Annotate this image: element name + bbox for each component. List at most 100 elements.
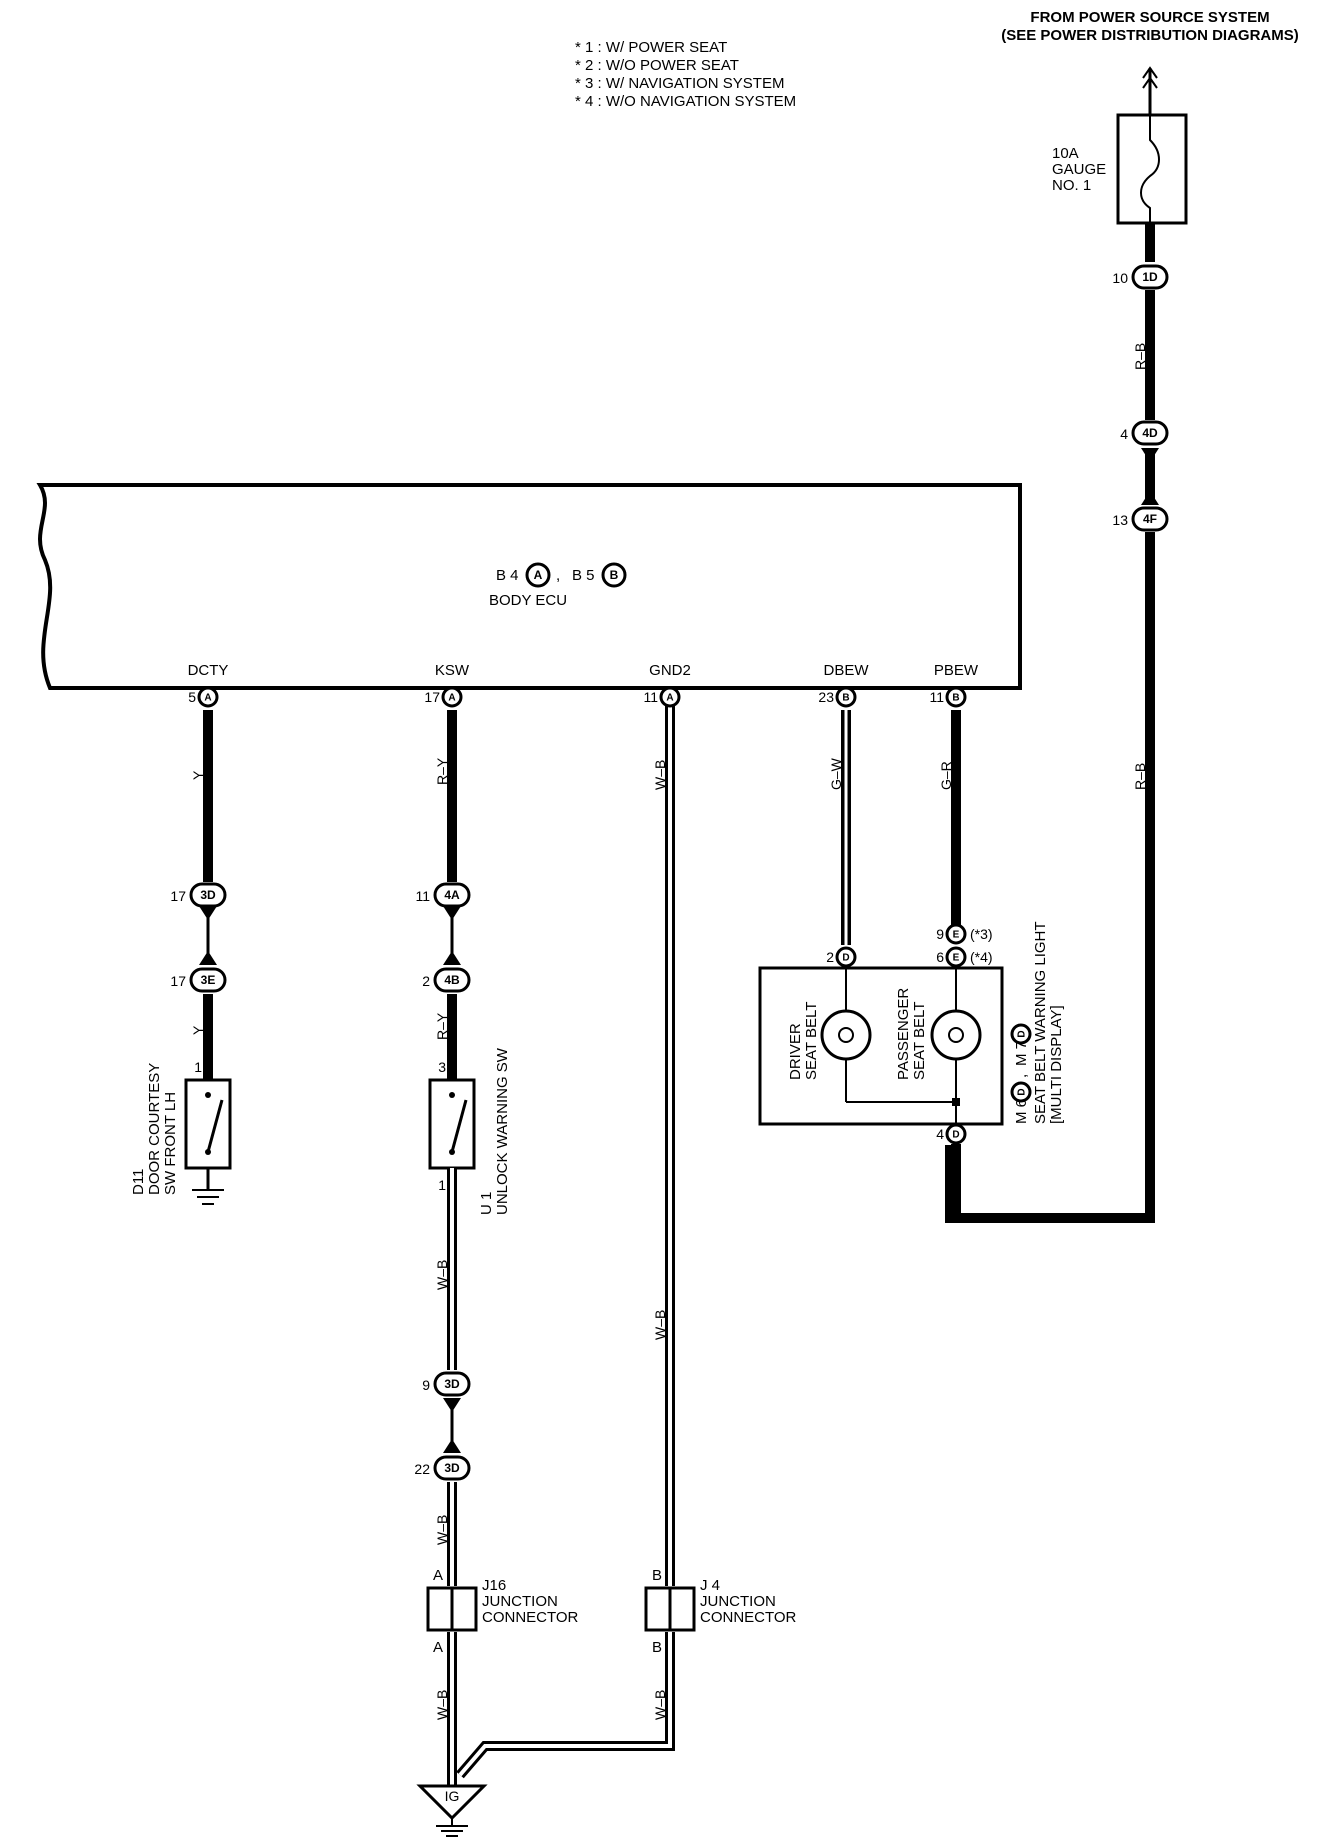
wire-gnd2 bbox=[456, 706, 675, 1779]
j16-term-top: A bbox=[433, 1567, 443, 1584]
note-3: * 3 : W/ NAVIGATION SYSTEM bbox=[575, 75, 784, 92]
wire-wb-label-gnd-2: W–B bbox=[652, 1310, 668, 1340]
power-source-subtitle: (SEE POWER DISTRIBUTION DIAGRAMS) bbox=[1001, 27, 1299, 44]
connector-3D-17: 3D bbox=[189, 882, 227, 908]
j4-term-bottom: B bbox=[652, 1639, 662, 1656]
fuse-label-2: GAUGE bbox=[1052, 161, 1106, 178]
pin-2-d: 2 bbox=[826, 949, 834, 965]
svg-text:E: E bbox=[953, 953, 960, 964]
unlock-warning-switch bbox=[428, 1078, 476, 1170]
connector-ecu-b-11: B bbox=[945, 686, 967, 708]
svg-text:D: D bbox=[1017, 1030, 1028, 1037]
wire-gr-label: G–R bbox=[938, 761, 954, 790]
pin-10: 10 bbox=[1112, 270, 1128, 286]
pin-5: 5 bbox=[188, 689, 196, 705]
wire-ry-label-top: R–Y bbox=[434, 757, 450, 785]
ecu-connector-a: A bbox=[525, 562, 551, 588]
ecu-conn-separator: , bbox=[556, 567, 560, 584]
wire-wb-label-2: W–B bbox=[434, 1515, 450, 1545]
j16-junction-connector bbox=[426, 1586, 478, 1632]
j4-name-1: JUNCTION bbox=[700, 1593, 776, 1610]
connector-e-6: E bbox=[945, 946, 967, 968]
j16-name-1: JUNCTION bbox=[482, 1593, 558, 1610]
svg-text:3E: 3E bbox=[201, 973, 216, 987]
pin-3-unlock: 3 bbox=[438, 1059, 446, 1075]
wire-wb-label-1: W–B bbox=[434, 1260, 450, 1290]
ground-icon-door bbox=[192, 1189, 224, 1205]
pin-17-ksw: 17 bbox=[424, 689, 440, 705]
svg-text:3D: 3D bbox=[200, 888, 216, 902]
ecu-conn-label-1: B 4 bbox=[496, 567, 519, 584]
warning-light-internal-wiring bbox=[845, 968, 960, 1124]
variant-3: (*3) bbox=[970, 926, 993, 942]
connector-3D-22: 3D bbox=[433, 1455, 471, 1481]
variant-4: (*4) bbox=[970, 949, 993, 965]
svg-text:3D: 3D bbox=[444, 1461, 460, 1475]
pin-1-door: 1 bbox=[194, 1059, 202, 1075]
connector-d-2: D bbox=[835, 946, 857, 968]
wire-y-label-top: Y bbox=[190, 770, 206, 780]
svg-text:A: A bbox=[204, 693, 211, 704]
j4-name-2: CONNECTOR bbox=[700, 1609, 797, 1626]
connector-ecu-a-5: A bbox=[197, 686, 219, 708]
wire-wb-unlock bbox=[443, 1168, 461, 1786]
warning-light-code-sep: , bbox=[1013, 1074, 1030, 1078]
warning-light-connector-d-2: D bbox=[1010, 1023, 1032, 1045]
door-sw-code: D11 bbox=[130, 1169, 147, 1195]
j4-term-top: B bbox=[652, 1567, 662, 1584]
svg-text:E: E bbox=[953, 930, 960, 941]
pin-11-pbew: 11 bbox=[929, 689, 944, 705]
svg-text:4F: 4F bbox=[1143, 512, 1157, 526]
pin-17-3E: 17 bbox=[170, 973, 186, 989]
terminal-gnd2: GND2 bbox=[649, 662, 691, 679]
note-2: * 2 : W/O POWER SEAT bbox=[575, 57, 739, 74]
passenger-seat-belt-lamp-icon bbox=[930, 1009, 982, 1061]
ground-ig-icon bbox=[416, 1784, 488, 1837]
wire-ry-label-bottom: R–Y bbox=[434, 1012, 450, 1040]
driver-seat-belt-lamp-icon bbox=[820, 1009, 872, 1061]
wire-rb-label-bottom: R–B bbox=[1132, 763, 1148, 790]
note-4: * 4 : W/O NAVIGATION SYSTEM bbox=[575, 93, 796, 110]
pin-11-gnd2: 11 bbox=[643, 689, 658, 705]
door-sw-name-2: SW FRONT LH bbox=[162, 1092, 179, 1195]
passenger-label-1: PASSENGER bbox=[895, 988, 912, 1080]
svg-text:D: D bbox=[842, 953, 849, 964]
power-wire-rb bbox=[945, 66, 1188, 1223]
ecu-name: BODY ECU bbox=[489, 592, 567, 609]
unlock-sw-name: UNLOCK WARNING SW bbox=[494, 1047, 511, 1215]
pin-17-3D: 17 bbox=[170, 888, 186, 904]
svg-text:A: A bbox=[534, 568, 543, 582]
connector-4A: 4A bbox=[433, 882, 471, 908]
svg-text:4A: 4A bbox=[444, 888, 460, 902]
unlock-sw-code: U 1 bbox=[478, 1192, 495, 1215]
connector-ecu-a-11: A bbox=[659, 686, 681, 708]
pin-9-e: 9 bbox=[936, 926, 944, 942]
svg-text:D: D bbox=[1017, 1088, 1028, 1095]
wire-rb-label-top: R–B bbox=[1132, 343, 1148, 370]
terminal-pbew: PBEW bbox=[934, 662, 979, 679]
warning-light-code-1: M 6 bbox=[1013, 1099, 1030, 1124]
connector-ecu-a-17: A bbox=[441, 686, 463, 708]
terminal-dbew: DBEW bbox=[824, 662, 870, 679]
svg-text:D: D bbox=[952, 1130, 959, 1141]
pin-6-e: 6 bbox=[936, 949, 944, 965]
svg-text:B: B bbox=[952, 693, 959, 704]
connector-3E: 3E bbox=[189, 967, 227, 993]
pin-11-4A: 11 bbox=[415, 888, 430, 904]
door-sw-name-1: DOOR COURTESY bbox=[146, 1063, 163, 1195]
note-1: * 1 : W/ POWER SEAT bbox=[575, 39, 727, 56]
body-ecu-box bbox=[36, 483, 1022, 690]
wire-dcty bbox=[199, 710, 217, 1080]
fuse-label-1: 10A bbox=[1052, 145, 1079, 162]
ecu-conn-label-2: B 5 bbox=[572, 567, 595, 584]
fuse-label-3: NO. 1 bbox=[1052, 177, 1091, 194]
svg-text:3D: 3D bbox=[444, 1377, 460, 1391]
driver-label-1: DRIVER bbox=[787, 1023, 804, 1080]
wire-wb-label-gnd-1: W–B bbox=[652, 760, 668, 790]
wire-ksw bbox=[443, 710, 461, 1080]
pin-13: 13 bbox=[1112, 512, 1128, 528]
j16-term-bottom: A bbox=[433, 1639, 443, 1656]
pin-2-4B: 2 bbox=[422, 973, 430, 989]
warning-light-name: SEAT BELT WARNING LIGHT bbox=[1032, 921, 1049, 1124]
passenger-label-2: SEAT BELT bbox=[911, 1002, 928, 1080]
